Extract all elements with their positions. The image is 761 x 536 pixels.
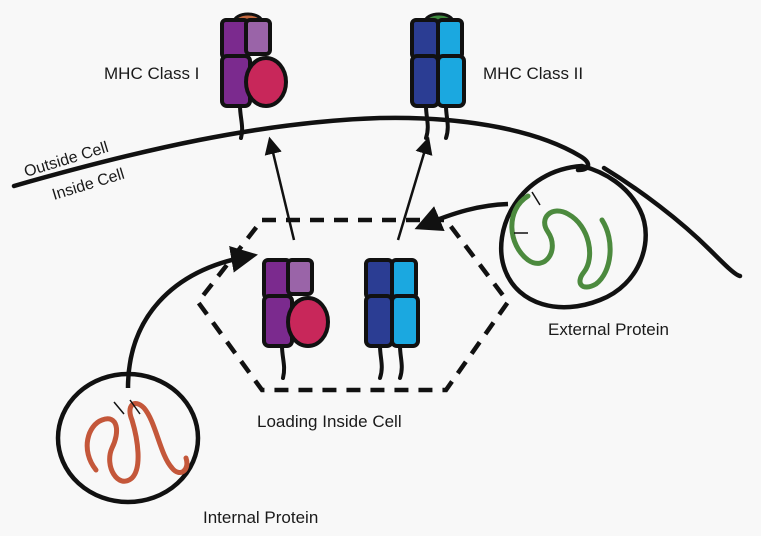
label-external-protein: External Protein (548, 320, 669, 339)
class1-transport-arrow (264, 136, 296, 241)
external-endosome (499, 163, 648, 310)
mhc-class-1-surface (220, 12, 288, 140)
cell-membrane (11, 115, 591, 189)
class2-transport-arrow (396, 136, 433, 241)
mhc-class-2-surface (410, 12, 466, 140)
label-mhc-class-2: MHC Class II (483, 64, 583, 83)
external-to-loading-arrow (414, 201, 509, 232)
membrane-fold (601, 165, 743, 279)
mhc-class-1-loading (262, 258, 330, 380)
label-mhc-class-1: MHC Class I (104, 64, 199, 83)
external-protein-icon (509, 193, 613, 290)
internal-protein-icon (84, 401, 190, 484)
label-internal-protein: Internal Protein (203, 508, 318, 527)
label-loading-inside-cell: Loading Inside Cell (257, 412, 402, 431)
internal-to-loading-arrow (125, 245, 258, 389)
mhc-class-2-loading (364, 258, 420, 380)
loading-compartment (195, 217, 511, 393)
